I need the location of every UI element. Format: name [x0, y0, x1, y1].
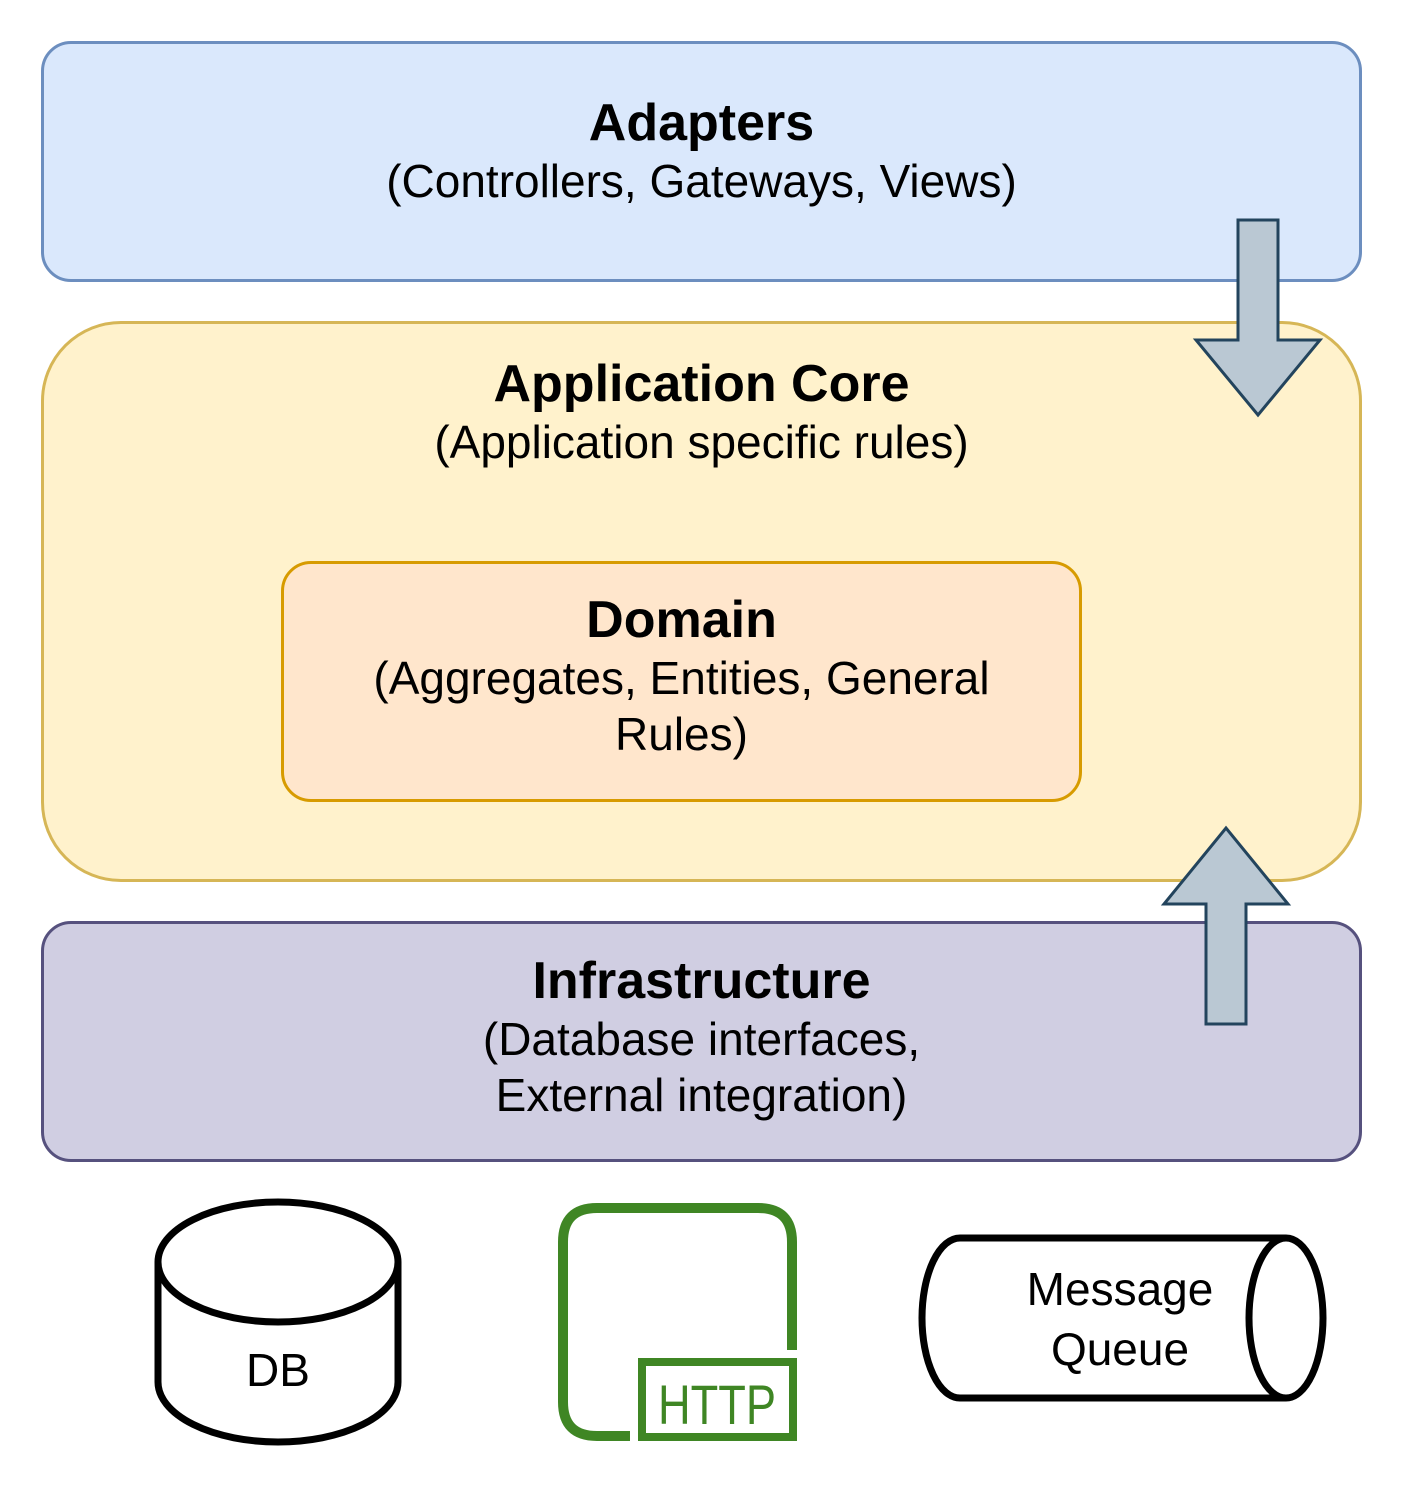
domain-title: Domain [586, 590, 777, 649]
domain-layer: Domain (Aggregates, Entities, General Ru… [281, 561, 1082, 802]
database-icon [154, 1198, 402, 1446]
message-queue-label: Message Queue [1026, 1263, 1214, 1375]
db-label: DB [246, 1344, 310, 1396]
infrastructure-layer: Infrastructure (Database interfaces, Ext… [41, 921, 1362, 1162]
adapters-title: Adapters [588, 93, 815, 152]
arrow-down-icon [1192, 218, 1324, 418]
arrow-up-icon [1160, 825, 1292, 1026]
application-core-subtitle: (Application specific rules) [434, 416, 969, 468]
application-core-title: Application Core [493, 355, 910, 413]
adapters-layer: Adapters (Controllers, Gateways, Views) [41, 41, 1362, 282]
infrastructure-title: Infrastructure [532, 951, 871, 1010]
domain-subtitle: (Aggregates, Entities, General Rules) [373, 651, 990, 760]
infrastructure-subtitle: (Database interfaces, External integrati… [482, 1012, 921, 1121]
http-label: HTTP [658, 1373, 776, 1436]
adapters-subtitle: (Controllers, Gateways, Views) [386, 154, 1017, 207]
message-queue-icon [918, 1234, 1327, 1402]
http-icon [558, 1203, 797, 1441]
